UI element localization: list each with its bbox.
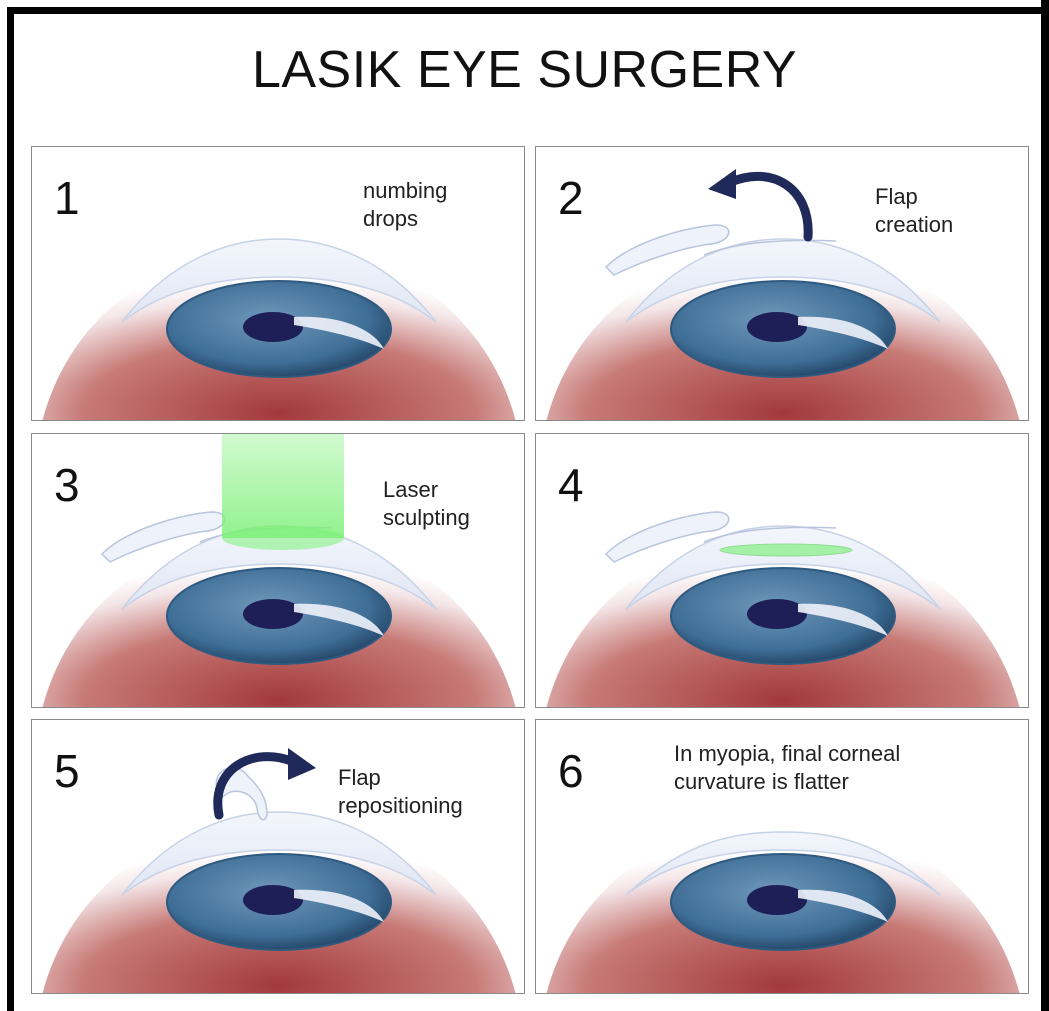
pupil xyxy=(243,312,303,342)
rotation-arrow xyxy=(731,176,808,237)
eye-illustration-2 xyxy=(536,147,1029,421)
step-number: 2 xyxy=(558,175,584,221)
step-panel-1: 1 numbing drops xyxy=(31,146,525,421)
pupil xyxy=(747,885,807,915)
step-caption: numbing drops xyxy=(363,177,447,233)
pupil xyxy=(243,885,303,915)
laser-spot xyxy=(222,526,344,550)
pupil xyxy=(747,312,807,342)
step-caption: Flap repositioning xyxy=(338,764,463,820)
pupil xyxy=(243,599,303,629)
step-number: 5 xyxy=(54,748,80,794)
step-number: 3 xyxy=(54,462,80,508)
step-number: 1 xyxy=(54,175,80,221)
arrowhead xyxy=(708,169,736,199)
step-panel-3: 3 Laser sculpting xyxy=(31,433,525,708)
step-caption: Flap creation xyxy=(875,183,953,239)
step-panel-4: 4 xyxy=(535,433,1029,708)
eye-illustration-1 xyxy=(32,147,525,421)
step-panel-5: 5 Flap repositioning xyxy=(31,719,525,994)
page-title: LASIK EYE SURGERY xyxy=(0,40,1049,100)
step-panel-2: 2 Flap creation xyxy=(535,146,1029,421)
step-panel-6: 6 In myopia, final corneal curvature is … xyxy=(535,719,1029,994)
treated-zone xyxy=(720,544,852,556)
step-number: 6 xyxy=(558,748,584,794)
pupil xyxy=(747,599,807,629)
frame-right-border xyxy=(1041,0,1049,1011)
step-caption: In myopia, final corneal curvature is fl… xyxy=(674,740,900,796)
arrowhead xyxy=(288,748,316,780)
eye-illustration-5 xyxy=(32,720,525,994)
laser-beam xyxy=(222,434,344,538)
eye-illustration-4 xyxy=(536,434,1029,708)
step-number: 4 xyxy=(558,462,584,508)
step-caption: Laser sculpting xyxy=(383,476,470,532)
